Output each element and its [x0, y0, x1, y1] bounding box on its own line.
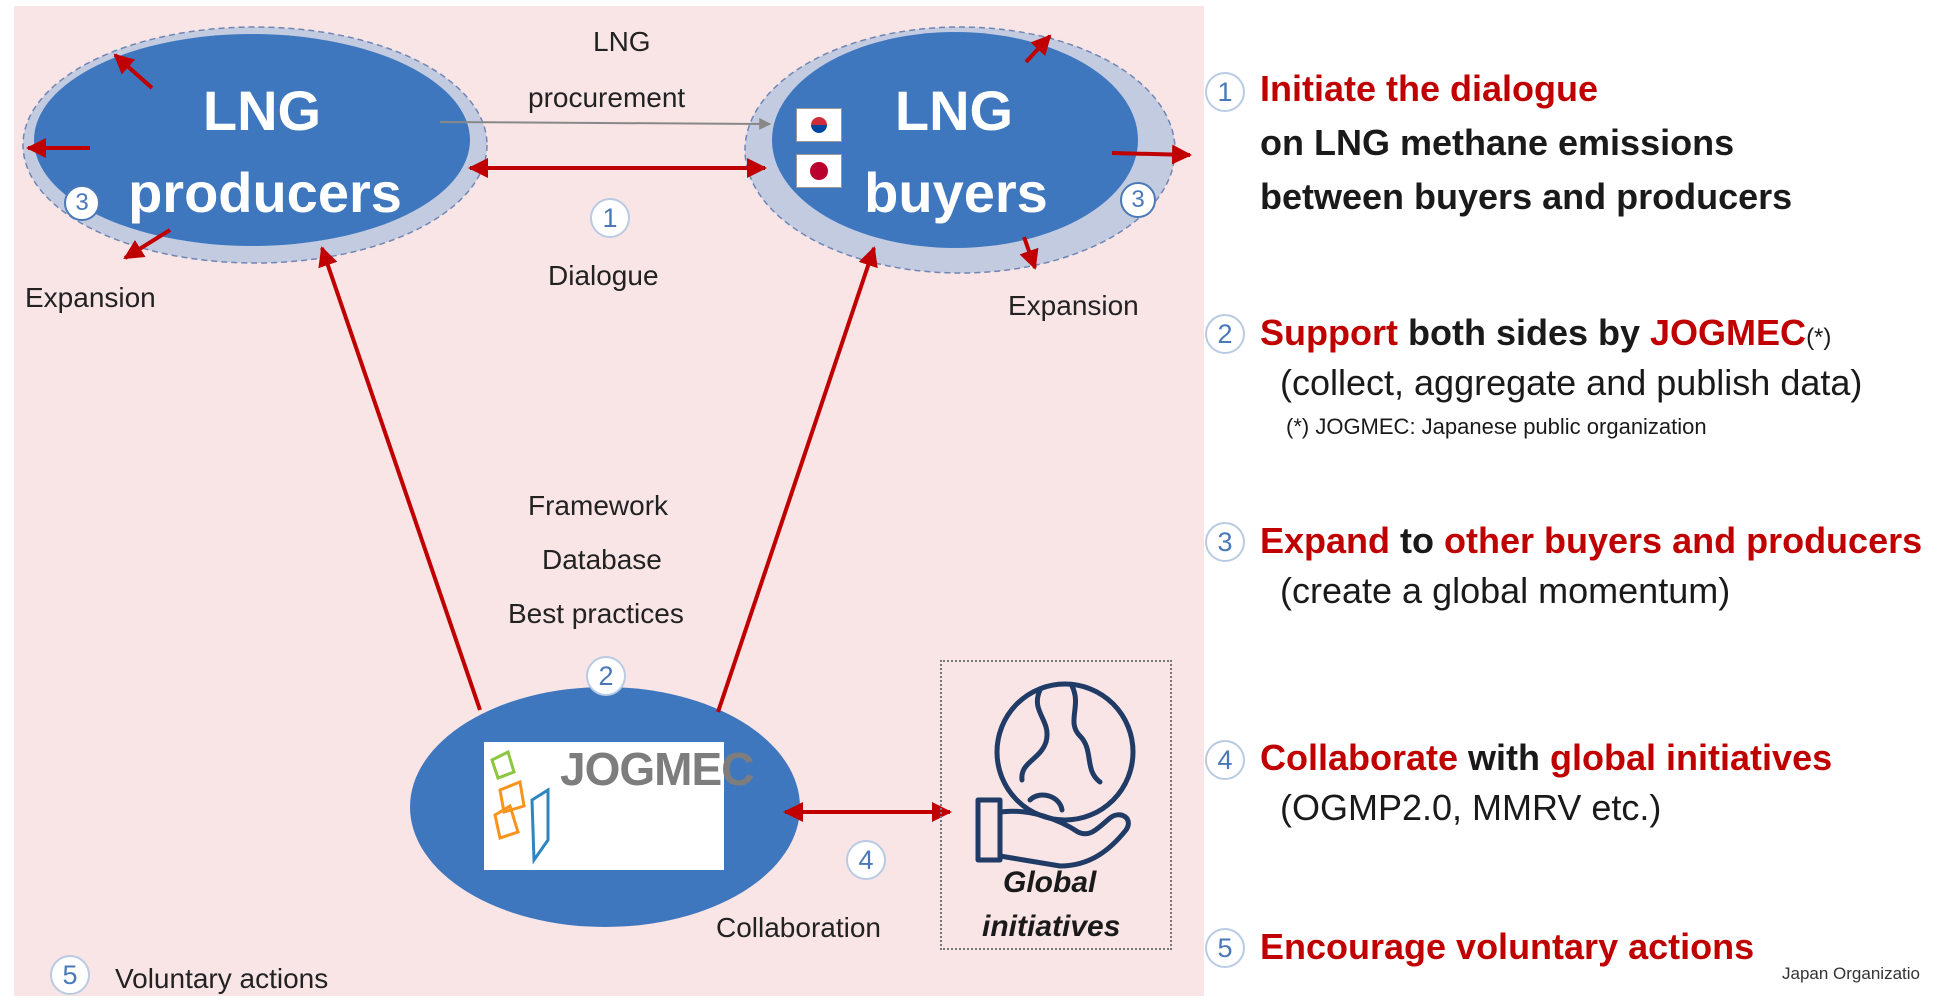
list-badge-2: 2 [1205, 314, 1245, 354]
item1-line2: on LNG methane emissions [1260, 122, 1735, 163]
item4-head-collaborate: Collaborate [1260, 737, 1459, 778]
buyers-title-line1: LNG [894, 79, 1014, 142]
list-badge-1: 1 [1205, 72, 1245, 112]
expansion-arrow-buyers-down [1019, 236, 1039, 270]
item3-head-expand: Expand [1260, 520, 1391, 561]
item2-head-note: (*) [1806, 324, 1832, 351]
jogmec-logo-text: JOGMEC [560, 743, 754, 795]
item3-head-mid: to [1390, 520, 1445, 561]
list-item-3: Expand to other buyers and producers (cr… [1260, 520, 1922, 612]
badge-2-support: 2 [586, 656, 626, 696]
jogmec-logo-mark [484, 742, 724, 870]
expansion-arrow-producers-up [113, 53, 154, 90]
badge-4-collaboration: 4 [846, 840, 886, 880]
globe-hand-icon [975, 681, 1136, 869]
list-item-2: Support both sides by JOGMEC(*) (collect… [1260, 312, 1862, 440]
collaboration-label: Collaboration [716, 912, 881, 943]
expansion-arrow-buyers-up [1024, 34, 1052, 64]
list-badge-3: 3 [1205, 522, 1245, 562]
procurement-label-line1: LNG [593, 26, 651, 57]
item4-head-mid: with [1458, 737, 1551, 778]
item5-head: Encourage voluntary actions [1260, 926, 1755, 967]
producers-title-line2: producers [128, 161, 402, 224]
badge-1-dialogue: 1 [590, 198, 630, 238]
dialogue-label: Dialogue [548, 260, 659, 291]
global-initiatives-line2: initiatives [982, 910, 1121, 943]
item2-line2: (collect, aggregate and publish data) [1280, 362, 1863, 403]
support-arrow-buyers [716, 246, 878, 713]
japan-flag-icon [796, 154, 842, 188]
south-korea-flag-icon [796, 108, 842, 142]
procurement-label-line2: procurement [528, 82, 686, 113]
item2-head-support: Support [1260, 312, 1398, 353]
producers-ellipse [34, 34, 470, 246]
item4-head-global: global initiatives [1550, 737, 1833, 778]
badge-3-producers: 3 [64, 185, 100, 221]
buyers-ellipse [772, 32, 1138, 248]
global-initiatives-line1: Global [1003, 866, 1097, 899]
item4-line2: (OGMP2.0, MMRV etc.) [1280, 787, 1662, 828]
badge-5-voluntary: 5 [50, 955, 90, 995]
global-initiatives-box [940, 660, 1172, 950]
framework-item-3: Best practices [508, 598, 684, 629]
expansion-arrow-buyers-right [1111, 144, 1192, 165]
item2-head-jogmec: JOGMEC [1650, 312, 1807, 353]
framework-item-1: Framework [528, 490, 669, 521]
buyers-title-line2: buyers [864, 161, 1048, 224]
expansion-label-right: Expansion [1008, 290, 1139, 321]
item1-head: Initiate the dialogue [1260, 68, 1599, 109]
item2-head-mid: both sides by [1397, 312, 1651, 353]
expansion-arrow-producers-down [123, 228, 172, 260]
item2-note: (*) JOGMEC: Japanese public organization [1286, 414, 1707, 439]
procurement-arrow [439, 117, 772, 130]
list-item-5: Encourage voluntary actions [1260, 926, 1754, 968]
voluntary-actions-label: Voluntary actions [115, 963, 329, 994]
expansion-label-left: Expansion [25, 282, 156, 313]
item1-line3: between buyers and producers [1260, 176, 1793, 217]
list-badge-5: 5 [1205, 928, 1245, 968]
support-arrow-producers [318, 246, 482, 711]
item3-head-others: other buyers and producers [1444, 520, 1923, 561]
badge-3-buyers: 3 [1120, 182, 1156, 218]
item3-line2: (create a global momentum) [1280, 570, 1731, 611]
footer-org-text: Japan Organizatio [1782, 964, 1920, 983]
framework-item-2: Database [542, 544, 662, 575]
list-item-4: Collaborate with global initiatives (OGM… [1260, 737, 1832, 829]
list-item-1: Initiate the dialogue on LNG methane emi… [1260, 68, 1792, 218]
list-badge-4: 4 [1205, 740, 1245, 780]
producers-title-line1: LNG [202, 79, 322, 142]
